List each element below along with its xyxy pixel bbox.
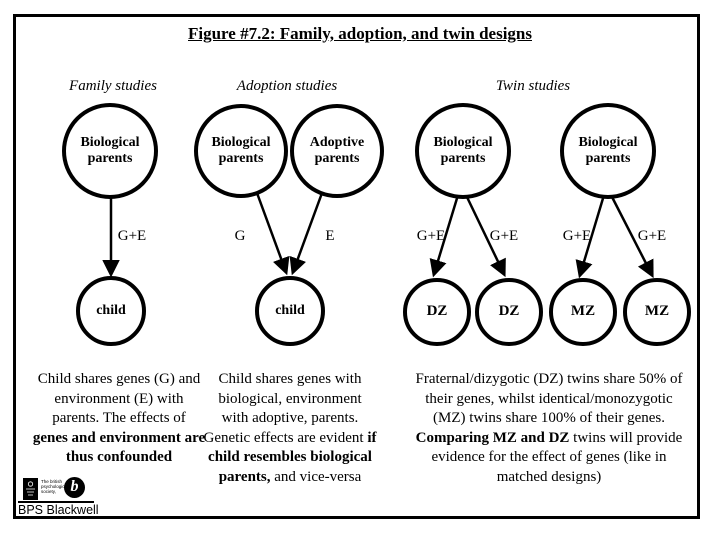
edge-label-twin2-left: G+E	[562, 228, 592, 244]
note-line: environment (E) with	[54, 390, 184, 407]
circle-mz2	[623, 278, 691, 346]
label-dz1: DZ	[426, 303, 448, 319]
edge-label-adoption-e: E	[325, 228, 335, 244]
note-line: biological, environment	[218, 390, 362, 407]
circle-adoption-child	[255, 276, 325, 346]
edge-label-twin1-right: G+E	[489, 228, 519, 244]
circle-dz1	[403, 278, 471, 346]
edge-label-family-ge: G+E	[117, 228, 147, 244]
note-line: genes and environment are	[32, 429, 206, 446]
bps-crest-icon	[23, 478, 38, 500]
label-adoption-child: child	[275, 303, 305, 318]
note-twin: Fraternal/dizygotic (DZ) twins share 50%…	[397, 370, 701, 487]
circle-mz1	[549, 278, 617, 346]
note-line: evidence for the effect of genes (like i…	[431, 449, 667, 465]
note-family: Child shares genes (G) and environment (…	[15, 370, 223, 468]
label-family-bio-parents: Biological parents	[80, 135, 140, 166]
edge-twin1-right	[464, 194, 506, 278]
circle-dz2	[475, 278, 543, 346]
edge-twin2-left	[575, 194, 606, 279]
label-dz2: DZ	[498, 303, 520, 319]
slide-title: Figure #7.2: Family, adoption, and twin …	[188, 24, 532, 43]
slide-border	[13, 14, 700, 519]
note-line: Child shares genes with	[218, 371, 362, 387]
edge-twin2-right	[609, 194, 654, 279]
note-segment-bold: Comparing MZ and DZ	[415, 429, 570, 446]
note-line: their genes, whilst identical/monozygoti…	[425, 390, 673, 407]
note-line: (MZ) twins share 100% of their genes.	[432, 410, 666, 426]
society-text: The british psychological society,	[41, 479, 69, 494]
note-line: child resembles biological	[208, 449, 372, 465]
circle-adoptive-parents	[290, 104, 384, 198]
edge-label-twin2-right: G+E	[637, 228, 667, 244]
logo-rule	[18, 501, 94, 503]
note-line: Child shares genes (G) and	[37, 371, 201, 387]
circle-family-child	[76, 276, 146, 346]
note-segment: twins will provide	[569, 429, 683, 446]
logo-wordmark: BPS Blackwell	[18, 503, 99, 517]
label-mz1: MZ	[570, 303, 596, 319]
bps-blackwell-logo: The british psychological society, b BPS…	[16, 476, 128, 520]
label-family-child: child	[96, 303, 126, 318]
note-segment-bold: if	[367, 429, 377, 446]
note-line: with adoptive, parents.	[221, 410, 359, 426]
circle-adoption-bio-parents	[194, 104, 288, 198]
edge-label-adoption-g: G	[234, 228, 246, 244]
label-adoption-bio-parents: Biological parents	[211, 135, 271, 166]
edge-adoption-g	[255, 192, 290, 276]
edge-adoption-e	[289, 192, 324, 276]
label-adoptive-parents: Adoptive parents	[309, 135, 365, 166]
note-segment: and vice-versa	[270, 468, 362, 485]
header-adoption-studies: Adoption studies	[236, 78, 338, 94]
edge-label-twin1-left: G+E	[416, 228, 446, 244]
header-twin-studies: Twin studies	[495, 78, 571, 94]
note-line: thus confounded	[65, 449, 173, 465]
note-line: Fraternal/dizygotic (DZ) twins share 50%…	[415, 371, 683, 387]
note-adoption: Child shares genes with biological, envi…	[198, 370, 382, 487]
note-line: parents, and vice-versa	[198, 468, 382, 488]
circle-twin1-bio-parents	[415, 103, 511, 199]
header-family-studies: Family studies	[69, 78, 157, 94]
label-twin1-bio-parents: Biological parents	[433, 135, 493, 166]
note-line: Genetic effects are evident if	[198, 429, 382, 449]
edge-twin1-left	[429, 194, 460, 278]
note-segment-bold: parents,	[218, 468, 271, 485]
blackwell-b-icon: b	[64, 477, 85, 498]
note-line: parents. The effects of	[52, 410, 186, 426]
note-line: Comparing MZ and DZ twins will provide	[397, 429, 701, 449]
circle-family-bio-parents	[62, 103, 158, 199]
note-line: matched designs)	[496, 468, 602, 485]
label-mz2: MZ	[644, 303, 670, 319]
note-segment: Genetic effects are evident	[203, 429, 368, 446]
label-twin2-bio-parents: Biological parents	[578, 135, 638, 166]
circle-twin2-bio-parents	[560, 103, 656, 199]
